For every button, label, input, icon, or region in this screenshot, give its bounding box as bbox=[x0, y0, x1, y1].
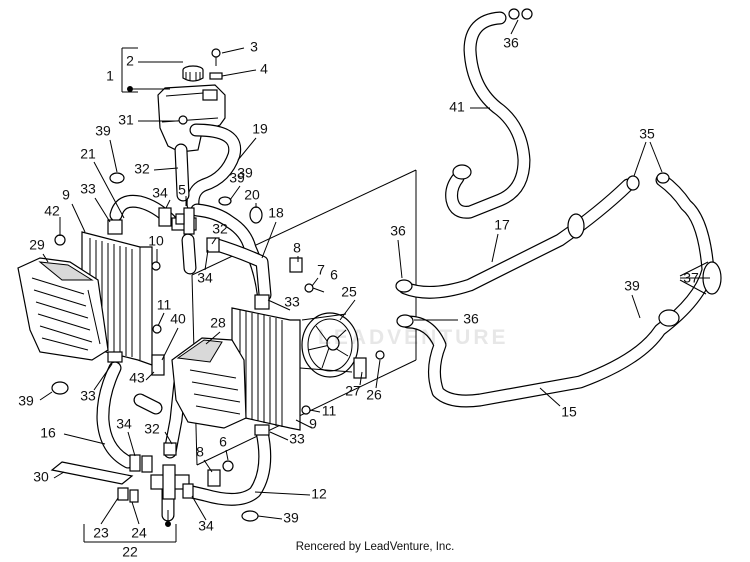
leader-lines bbox=[39, 19, 710, 543]
callout-23: 23 bbox=[93, 525, 109, 541]
fan-shroud-left bbox=[17, 257, 109, 361]
callout-34a: 34 bbox=[152, 185, 168, 201]
cooling-fan bbox=[299, 312, 367, 379]
callout-37: 37 bbox=[683, 270, 699, 286]
callout-31: 31 bbox=[118, 112, 134, 128]
coolant-reservoir bbox=[157, 48, 226, 153]
callout-19: 19 bbox=[252, 121, 268, 137]
callout-29: 29 bbox=[29, 237, 45, 253]
callout-34b: 34 bbox=[197, 270, 213, 286]
callout-4: 4 bbox=[260, 61, 268, 77]
callout-30: 30 bbox=[33, 469, 49, 485]
callout-10: 10 bbox=[148, 233, 164, 249]
watermark: LEADVENTURE bbox=[318, 326, 509, 349]
callout-39e: 39 bbox=[283, 510, 299, 526]
callout-3: 3 bbox=[250, 39, 258, 55]
callout-20: 20 bbox=[244, 187, 260, 203]
callout-33c: 33 bbox=[80, 388, 96, 404]
callout-39d: 39 bbox=[18, 393, 34, 409]
credit-line: Rencered by LeadVenture, Inc. bbox=[295, 541, 455, 553]
t-fittings bbox=[129, 207, 220, 500]
callout-9a: 9 bbox=[62, 187, 70, 203]
callout-41: 41 bbox=[449, 99, 465, 115]
callout-32a: 32 bbox=[134, 161, 150, 177]
callout-2: 2 bbox=[126, 53, 134, 69]
callout-34d: 34 bbox=[198, 518, 214, 534]
callout-12: 12 bbox=[311, 486, 327, 502]
callout-33a: 33 bbox=[80, 181, 96, 197]
callout-39b: 39 bbox=[237, 165, 253, 181]
callout-21: 21 bbox=[80, 146, 96, 162]
callout-16: 16 bbox=[40, 425, 56, 441]
callout-33d: 33 bbox=[289, 431, 305, 447]
callout-11b: 11 bbox=[322, 403, 337, 419]
callout-25: 25 bbox=[341, 284, 357, 300]
callout-43: 43 bbox=[129, 370, 145, 386]
radiator-right bbox=[231, 294, 301, 436]
callout-28: 28 bbox=[210, 315, 226, 331]
callout-8a: 8 bbox=[293, 240, 301, 256]
callout-15: 15 bbox=[561, 404, 577, 420]
callout-34c: 34 bbox=[116, 416, 132, 432]
callout-42: 42 bbox=[44, 203, 60, 219]
callout-36b: 36 bbox=[390, 223, 406, 239]
callout-11a: 11 bbox=[157, 297, 172, 313]
callout-17: 17 bbox=[494, 217, 510, 233]
callout-39a: 39 bbox=[95, 123, 111, 139]
hose-clamps-39 bbox=[51, 172, 263, 522]
callout-27: 27 bbox=[345, 383, 361, 399]
fasteners bbox=[54, 234, 385, 503]
callout-40: 40 bbox=[170, 311, 186, 327]
callout-39c: 39 bbox=[229, 170, 245, 186]
callout-8b: 8 bbox=[196, 444, 204, 460]
callout-1: 1 bbox=[106, 68, 114, 84]
callout-9b: 9 bbox=[309, 416, 317, 432]
callout-32b: 32 bbox=[212, 221, 228, 237]
coolant-hoses-right bbox=[398, 11, 715, 408]
callout-33b: 33 bbox=[284, 294, 300, 310]
callout-32c: 32 bbox=[144, 421, 160, 437]
heat-shield-30 bbox=[50, 461, 134, 485]
callout-26: 26 bbox=[366, 387, 382, 403]
callout-39f: 39 bbox=[624, 278, 640, 294]
callout-18: 18 bbox=[268, 205, 284, 221]
hose-joints bbox=[395, 8, 722, 328]
callout-6b: 6 bbox=[219, 434, 227, 450]
callout-24: 24 bbox=[131, 525, 147, 541]
callout-36a: 36 bbox=[503, 35, 519, 51]
callout-36c: 36 bbox=[463, 311, 479, 327]
callout-22: 22 bbox=[122, 544, 138, 560]
callout-6a: 6 bbox=[330, 267, 338, 283]
callout-7: 7 bbox=[317, 262, 325, 278]
callout-35: 35 bbox=[639, 126, 655, 142]
callout-5: 5 bbox=[178, 182, 186, 198]
